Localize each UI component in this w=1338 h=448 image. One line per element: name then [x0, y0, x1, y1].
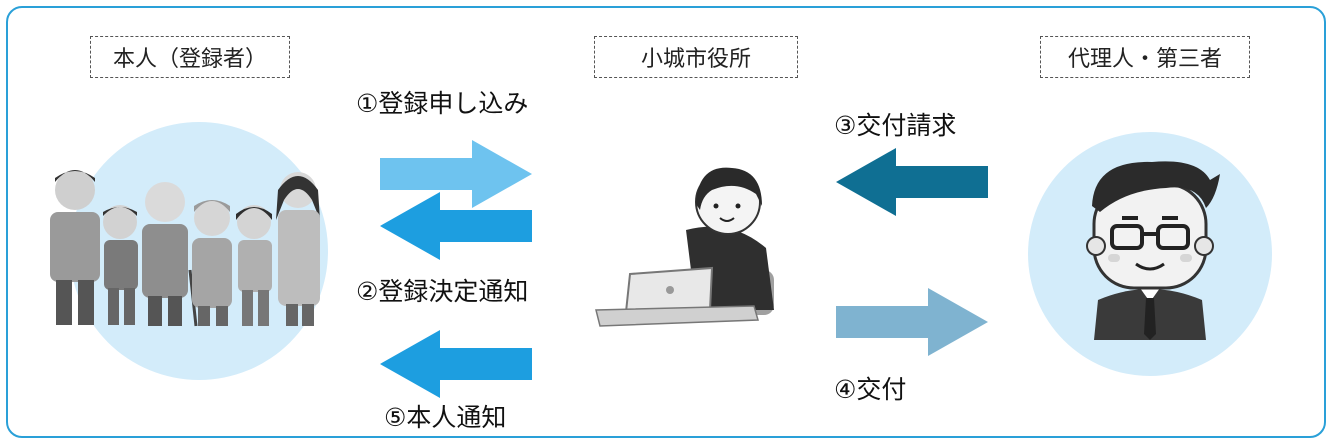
- agent-illustration: [1086, 161, 1220, 340]
- arrow-issue-request: [836, 148, 988, 216]
- arrow-issue: [836, 288, 988, 356]
- family-illustration: [50, 170, 320, 327]
- role-label-agent-text: 代理人・第三者: [1067, 47, 1222, 72]
- clerk-illustration: [595, 167, 774, 327]
- step-2-label: ②登録決定通知: [356, 277, 529, 306]
- arrow-register-notice: [380, 192, 532, 260]
- arrow-register-request: [380, 140, 532, 208]
- arrow-person-notice: [380, 330, 532, 398]
- role-label-agent: 代理人・第三者: [1040, 36, 1250, 78]
- role-label-person-text: 本人（登録者）: [112, 47, 267, 72]
- step-5-label: ⑤本人通知: [384, 403, 507, 432]
- role-label-office-text: 小城市役所: [640, 47, 751, 72]
- role-label-office: 小城市役所: [594, 36, 798, 78]
- step-3-label: ③交付請求: [834, 111, 957, 140]
- role-label-person: 本人（登録者）: [90, 36, 290, 78]
- step-4-label: ④交付: [834, 375, 907, 404]
- step-1-label: ①登録申し込み: [356, 89, 529, 118]
